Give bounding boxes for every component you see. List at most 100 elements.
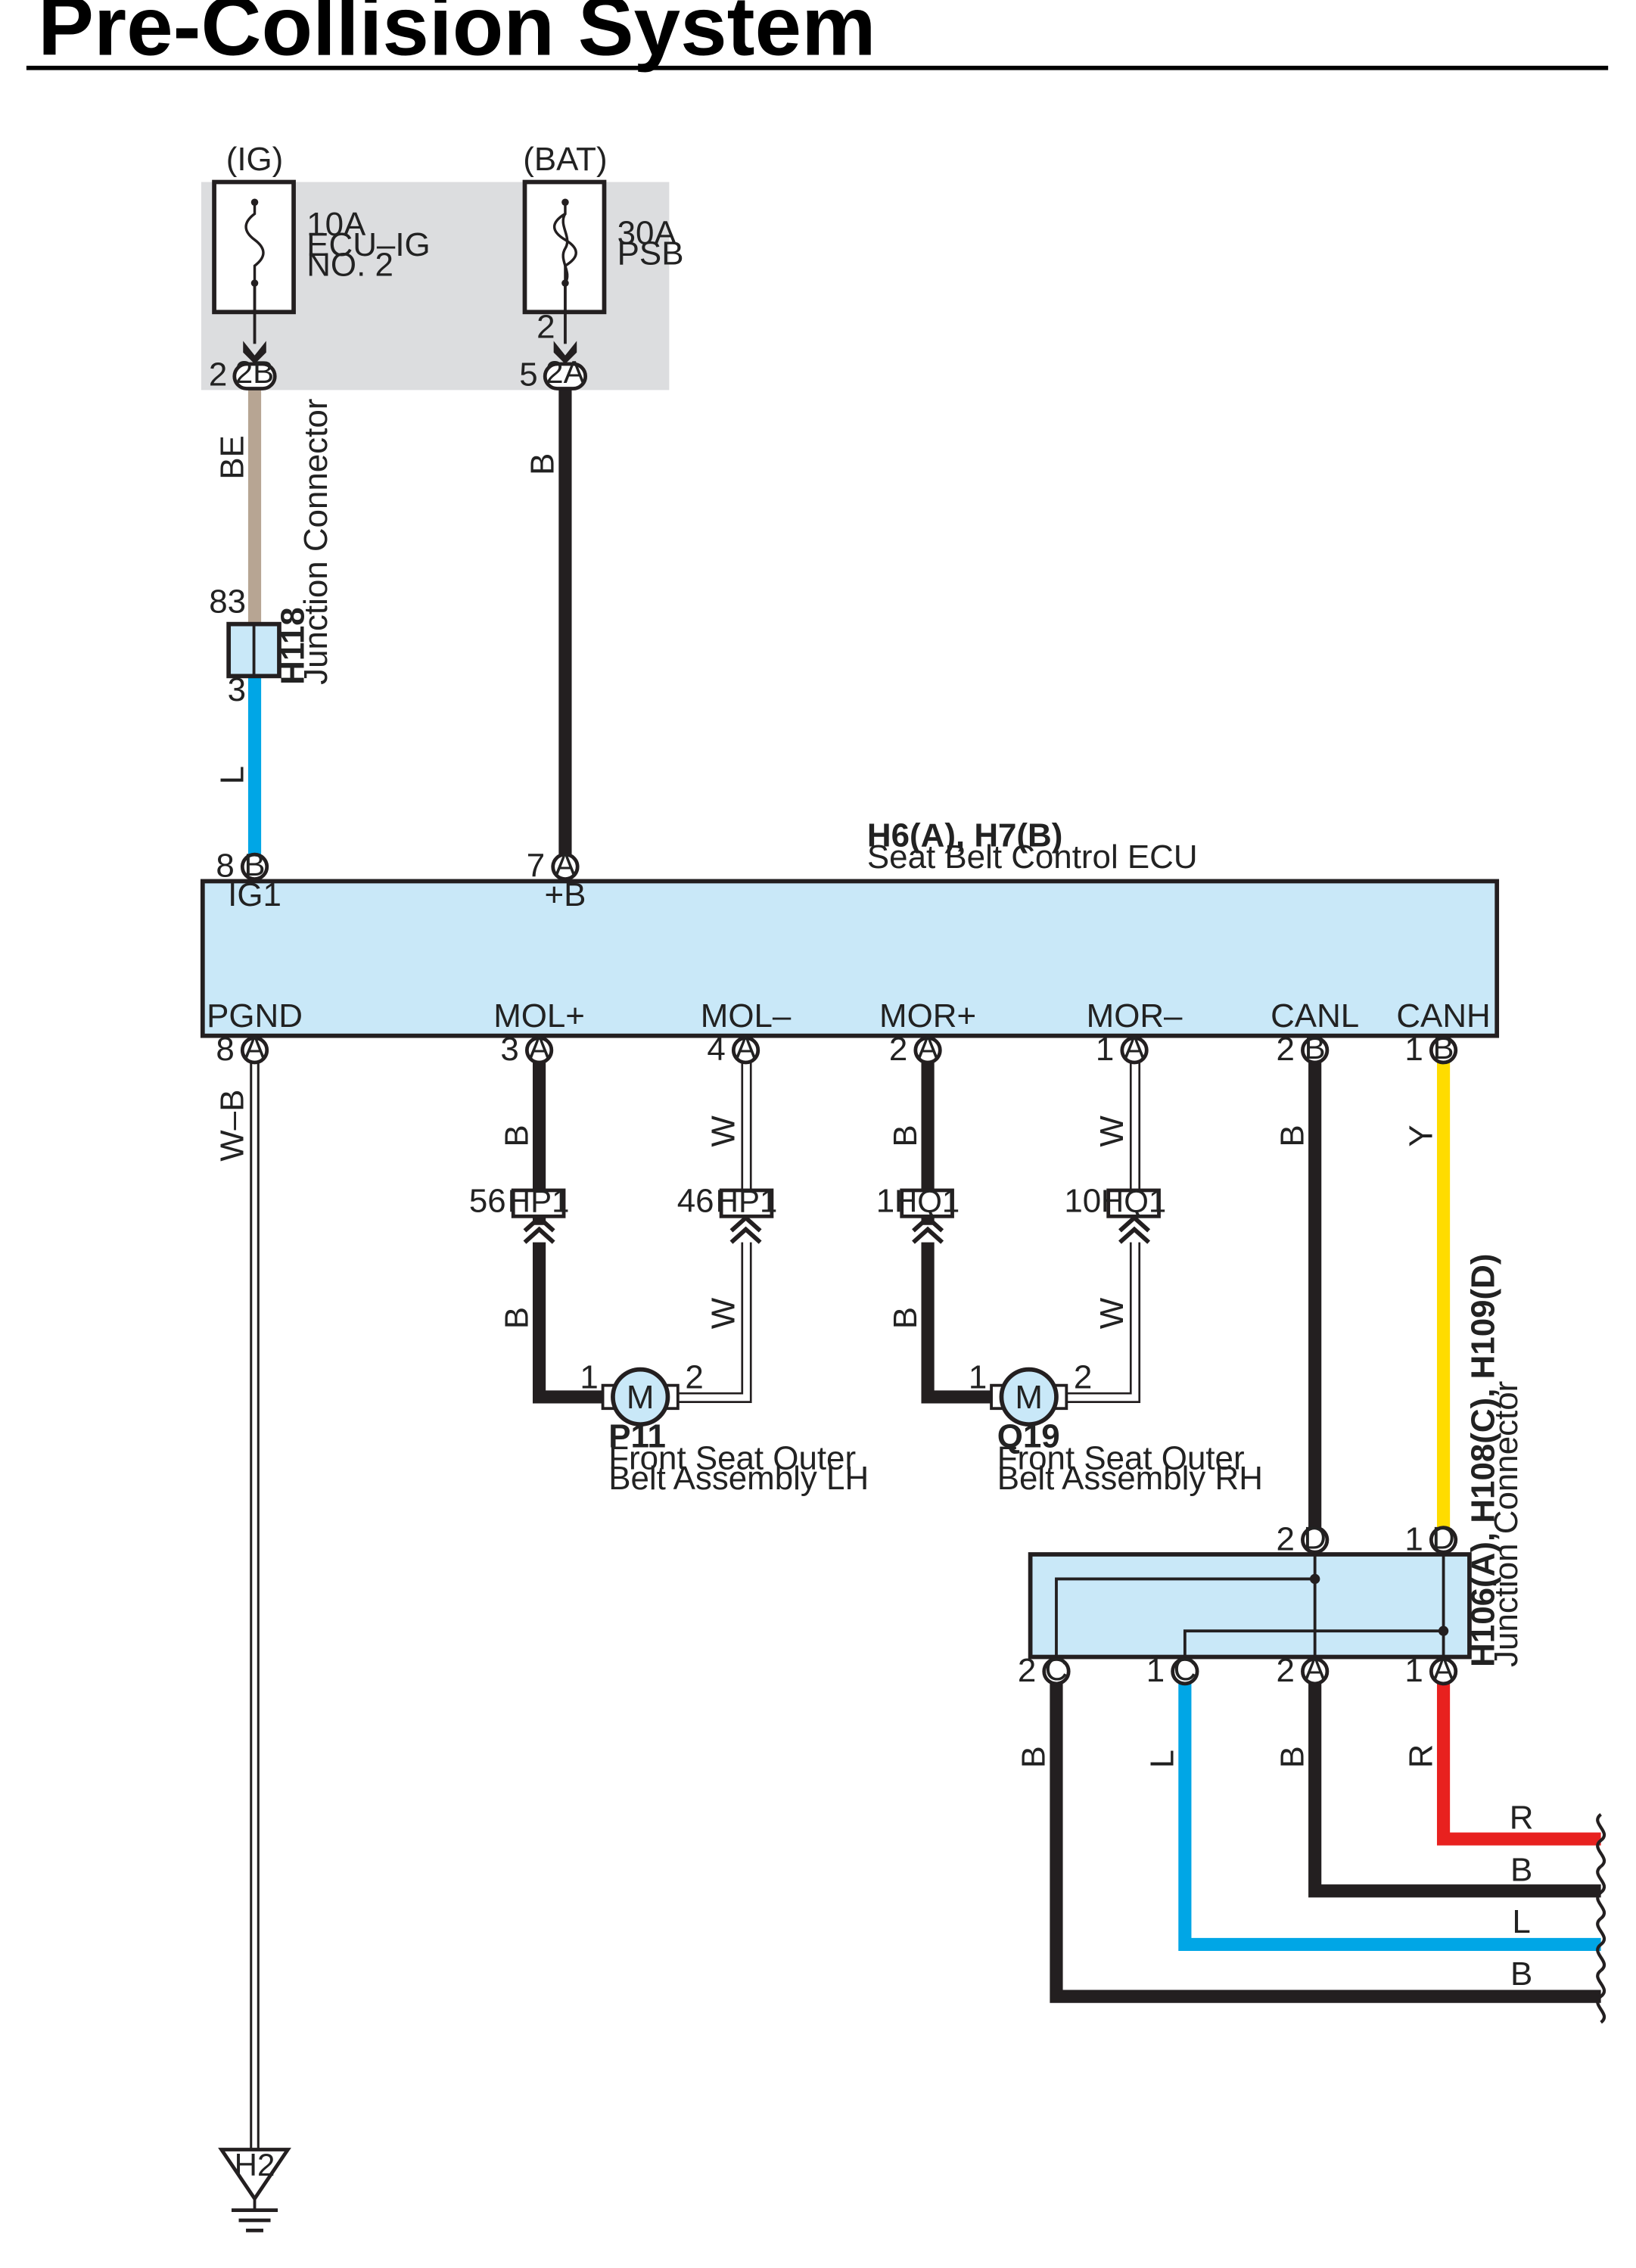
connector-code: HQ1 bbox=[894, 1184, 960, 1219]
motor-q19-code: Q19 bbox=[997, 1418, 1060, 1455]
wire-label: B bbox=[1274, 1746, 1311, 1768]
wire-label: L bbox=[213, 766, 250, 784]
motor-pin-left: 1 bbox=[580, 1358, 598, 1395]
ig-conn-code: 2B bbox=[235, 354, 274, 390]
connector-code: HQ1 bbox=[1101, 1184, 1166, 1219]
motor-q19-name-1: Front Seat Outer bbox=[997, 1439, 1245, 1476]
pin-number: 1 bbox=[1404, 1520, 1423, 1557]
wire-label: L bbox=[1144, 1750, 1181, 1768]
page-title: Pre-Collision System bbox=[38, 0, 876, 73]
ground-triangle-icon bbox=[218, 2148, 291, 2202]
wire-label: W bbox=[704, 1297, 742, 1329]
ig-connector-arrow-icon bbox=[243, 341, 266, 365]
pin-connector-letter: A bbox=[736, 1030, 757, 1066]
connector-badge bbox=[543, 362, 588, 390]
fuse-icon bbox=[552, 202, 577, 284]
pin-connector-letter: A bbox=[1305, 1651, 1326, 1687]
pin-number: 2 bbox=[889, 1031, 907, 1068]
motor-p11: M 1 2 bbox=[580, 1358, 704, 1427]
pin-number: 1 bbox=[1146, 1652, 1165, 1689]
chevron-up-icon bbox=[1118, 1215, 1151, 1244]
pin-label: CANH bbox=[1396, 997, 1490, 1034]
inline-connector-hq1-10: HQ1 10 bbox=[1064, 1183, 1166, 1244]
ecu-name: Seat Belt Control ECU bbox=[867, 838, 1198, 876]
wire-label: B bbox=[1510, 1955, 1532, 1993]
ig-source-label: (IG) bbox=[226, 141, 284, 178]
ecu-pin-mor-minus: MOR– A 1 bbox=[1087, 997, 1183, 1068]
bat-conn-code: 2A bbox=[546, 354, 584, 390]
junction-pin-a1: A 1 bbox=[1404, 1651, 1458, 1689]
pin-connector-letter: C bbox=[1174, 1651, 1196, 1687]
pin-number: 7 bbox=[527, 848, 545, 885]
fuse-bat-name: PSB bbox=[617, 235, 684, 272]
fuse-psb bbox=[522, 179, 607, 344]
ecu-pin-canl: CANL B 2 bbox=[1271, 997, 1359, 1068]
pin-number: 8 bbox=[216, 1031, 234, 1068]
wire-label: W bbox=[1093, 1297, 1131, 1329]
motor-p11-code: P11 bbox=[608, 1418, 666, 1455]
wire-label: B bbox=[1510, 1851, 1532, 1888]
pin-connector-letter: B bbox=[244, 847, 266, 882]
fuse-icon bbox=[244, 202, 265, 284]
wire-label: W bbox=[704, 1115, 742, 1147]
ground-h2: H2 bbox=[218, 2147, 291, 2232]
wire-label: B bbox=[887, 1125, 924, 1146]
wire-label: B bbox=[524, 453, 561, 475]
ecu-pin-mor-plus: MOR+ A 2 bbox=[879, 997, 976, 1068]
fuse-bat-amp: 30A bbox=[617, 215, 677, 252]
motor-q19: M 1 2 bbox=[969, 1358, 1092, 1427]
wire-jc-c1-l bbox=[1178, 1682, 1601, 1951]
fuse-ig-amp: 10A bbox=[306, 206, 366, 243]
junction-pin-d1: D 1 bbox=[1404, 1520, 1458, 1557]
ecu-code: H6(A), H7(B) bbox=[867, 817, 1062, 854]
motor-q19-name-2: Belt Assembly RH bbox=[997, 1460, 1263, 1497]
motor-p11-name-2: Belt Assembly LH bbox=[608, 1460, 869, 1497]
fuse-ecu-ig-no2 bbox=[212, 179, 296, 344]
wire-label: R bbox=[1510, 1800, 1534, 1837]
motor-symbol: M bbox=[1015, 1379, 1043, 1416]
pin-number: 2 bbox=[1018, 1652, 1036, 1689]
junction-pin-d2: D 2 bbox=[1277, 1520, 1330, 1557]
pin-label: IG1 bbox=[228, 876, 281, 913]
motor-pin-right: 2 bbox=[1074, 1358, 1092, 1395]
h118-name: Junction Connector bbox=[297, 399, 334, 685]
wire-label: L bbox=[1512, 1903, 1530, 1940]
chevron-up-icon bbox=[523, 1215, 555, 1244]
wire-label: B bbox=[887, 1307, 924, 1329]
wire-label: Y bbox=[1402, 1125, 1439, 1146]
inline-connector-hp1-56: HP1 56 bbox=[469, 1183, 569, 1244]
pin-number: 2 bbox=[1277, 1520, 1295, 1557]
pin-number: 1 bbox=[1404, 1652, 1423, 1689]
wire-label: R bbox=[1402, 1744, 1439, 1769]
connector-pin: 10 bbox=[1064, 1183, 1101, 1220]
bat-connector-arrow-icon bbox=[553, 341, 577, 365]
junction-pin-a2: A 2 bbox=[1277, 1651, 1330, 1689]
junction-pin-c2: C 2 bbox=[1018, 1651, 1071, 1689]
pin-label: MOL– bbox=[701, 997, 792, 1034]
ecu-pin-ig1: B 8 IG1 bbox=[216, 847, 281, 913]
pin-number: 2 bbox=[1277, 1031, 1295, 1068]
inline-connector-hp1-46: HP1 46 bbox=[677, 1183, 778, 1244]
ecu-pin-mol-plus: MOL+ A 3 bbox=[493, 997, 585, 1068]
junction-connector-h106-h108-h109 bbox=[1028, 1552, 1472, 1672]
pin-label: CANL bbox=[1271, 997, 1359, 1034]
junction-pin-c1: C 1 bbox=[1146, 1651, 1199, 1689]
pin-label: MOL+ bbox=[493, 997, 585, 1034]
connector-code: HP1 bbox=[716, 1184, 778, 1219]
pin-connector-letter: D bbox=[1304, 1520, 1327, 1555]
h118-code: H118 bbox=[274, 607, 311, 685]
pin-label: MOR+ bbox=[879, 997, 976, 1034]
connector-pin: 1 bbox=[876, 1183, 894, 1220]
pin-connector-letter: C bbox=[1045, 1651, 1068, 1687]
seat-belt-control-ecu bbox=[200, 879, 1500, 1038]
wire-mor-plus-bottom bbox=[921, 1242, 992, 1404]
wire-label: B bbox=[498, 1125, 535, 1146]
ground-code: H2 bbox=[235, 2147, 275, 2182]
pin-connector-letter: A bbox=[555, 847, 576, 882]
chevron-up-icon bbox=[729, 1215, 762, 1244]
wire-label: B bbox=[1016, 1746, 1053, 1768]
motor-p11-name-1: Front Seat Outer bbox=[608, 1439, 856, 1476]
motor-pin-left: 1 bbox=[969, 1358, 987, 1395]
ecu-pin-plus-b: A 7 +B bbox=[527, 847, 586, 913]
